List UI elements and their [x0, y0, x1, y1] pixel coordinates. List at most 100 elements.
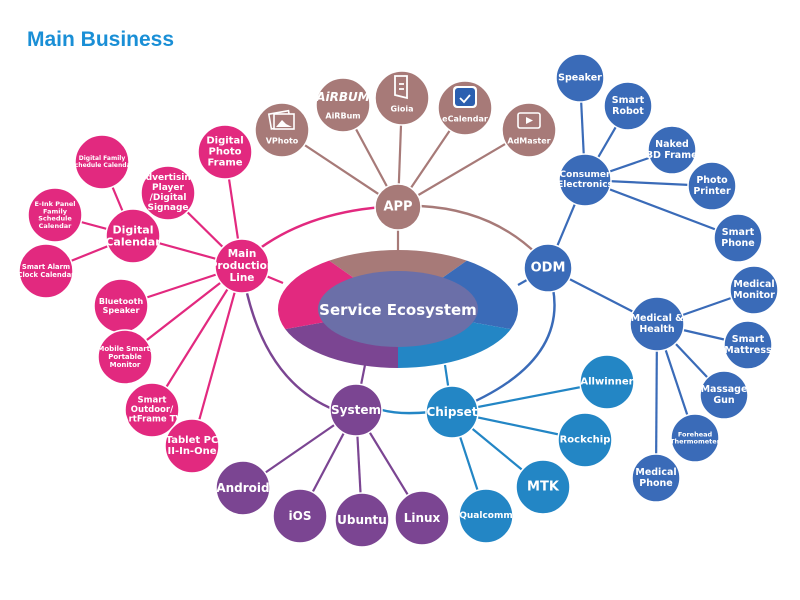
calendar-node-smart-alarm-clock-calendar-circle [18, 243, 74, 299]
main-line-node-tablet-pc-ii-in-one-label: Tablet PC [166, 435, 219, 446]
check-glyph [459, 94, 471, 104]
hub-medical-health-label: Medical & [631, 313, 684, 324]
hub-app-label: APP [383, 200, 412, 215]
calendar-node-e-ink-panel-family-schedule-calendar-label: E-Ink Panel [34, 200, 75, 208]
main-line-node-advertising-player-digital-signage-label: /Digital [150, 193, 187, 203]
hub-system-label: System [331, 403, 381, 417]
hub-system[interactable]: System [329, 383, 383, 437]
system-node-ubuntu-label: Ubuntu [337, 513, 387, 527]
consumer-node-speaker-circle [555, 53, 605, 103]
app-node-vphoto[interactable]: VPhoto [254, 102, 310, 158]
main-line-node-digital-photo-frame-circle [197, 124, 253, 180]
calendar-node-e-ink-panel-family-schedule-calendar-label: Calendar [39, 222, 72, 230]
hub-consumer-electronics-label: Electronics [557, 180, 613, 190]
app-node-airbum-circle [315, 77, 371, 133]
chipset-node-rockchip[interactable]: Rockchip [557, 412, 613, 468]
app-node-gioia-label: Gioia [391, 105, 414, 114]
consumer-node-photo-printer-circle [687, 161, 737, 211]
medical-node-medical-monitor-circle [729, 265, 779, 315]
service-ecosystem-center: Service Ecosystem [278, 250, 518, 368]
app-node-ecalendar-label: eCalendar [442, 115, 488, 124]
app-node-admaster[interactable]: AdMaster [501, 102, 557, 158]
calendar-node-smart-alarm-clock-calendar-label: Clock Calendar [17, 271, 75, 279]
service-ecosystem-label[interactable]: Service Ecosystem [319, 301, 477, 319]
hub-medical-health[interactable]: Medical &Health [629, 296, 685, 352]
app-node-airbum-label: AiRBum [325, 112, 360, 121]
system-node-android[interactable]: Android [215, 460, 271, 516]
main-line-node-digital-photo-frame-label: Digital [206, 135, 243, 146]
medical-node-massage-gun-label: Massage [701, 384, 748, 395]
main-line-node-mobile-smart-portable-monitor-label: Monitor [110, 361, 141, 369]
hub-digital-calendar-label: Calendar [105, 236, 161, 249]
system-node-android-circle [215, 460, 271, 516]
system-node-linux-label: Linux [404, 511, 441, 525]
calendar-node-smart-alarm-clock-calendar-label: Smart Alarm [22, 263, 70, 271]
node-layer: VPhoto AiRBum AiRBUM Gioia eCalendar AdMaster… [17, 53, 779, 548]
connector-line [190, 265, 244, 447]
main-line-node-advertising-player-digital-signage-label: Signage [147, 203, 188, 213]
hub-odm[interactable]: ODM [523, 243, 573, 293]
hub-main-production-line-label: Production [210, 260, 275, 272]
chipset-node-qualcomm[interactable]: Qualcomm [458, 488, 514, 544]
medical-node-forehead-thermometer-label: Thermometer [670, 438, 721, 446]
main-line-node-mobile-smart-portable-monitor-label: Portable [108, 353, 142, 361]
hub-chipset[interactable]: Chipset [425, 385, 479, 439]
hub-chipset-label: Chipset [426, 405, 477, 419]
chipset-node-allwinner[interactable]: Allwinner [579, 354, 635, 410]
arc-system-mainline [240, 267, 336, 412]
system-node-ios[interactable]: iOS [272, 488, 328, 544]
consumer-node-speaker-label: Speaker [558, 73, 602, 84]
consumer-node-speaker[interactable]: Speaker [555, 53, 605, 103]
calendar-node-digital-family-schedule-calendar-label: Schedule Calendar [70, 162, 133, 169]
chipset-node-allwinner-label: Allwinner [580, 377, 633, 388]
system-node-ubuntu[interactable]: Ubuntu [334, 492, 390, 548]
hub-app[interactable]: APP [374, 183, 422, 231]
main-line-node-smart-outdoor-artframe-tv-label: Outdoor/ [131, 405, 174, 415]
hub-medical-health-label: Health [639, 324, 675, 335]
chipset-node-qualcomm-label: Qualcomm [459, 511, 513, 521]
consumer-node-smart-phone-label: Phone [721, 238, 754, 249]
chipset-node-qualcomm-circle [458, 488, 514, 544]
hub-digital-calendar-circle [105, 208, 161, 264]
consumer-node-naked-3d-frame-label: 3D Frame [646, 150, 697, 161]
consumer-node-smart-robot-label: Robot [612, 106, 644, 117]
system-node-linux[interactable]: Linux [394, 490, 450, 546]
main-line-node-smart-outdoor-artframe-tv-circle [124, 382, 180, 438]
app-node-airbum[interactable]: AiRBum AiRBUM [315, 77, 371, 133]
hub-odm-label: ODM [531, 261, 566, 276]
main-line-node-digital-photo-frame-label: Frame [207, 158, 242, 169]
consumer-node-smart-phone-circle [713, 213, 763, 263]
chipset-node-mtk-circle [515, 459, 571, 515]
app-node-ecalendar[interactable]: eCalendar [437, 80, 493, 136]
hub-odm-circle [523, 243, 573, 293]
medical-node-forehead-thermometer-label: Forehead [678, 430, 713, 438]
consumer-node-naked-3d-frame-circle [647, 125, 697, 175]
airbum-logo-icon: AiRBUM [315, 90, 370, 104]
hub-consumer-electronics-circle [558, 153, 612, 207]
app-node-gioia[interactable]: Gioia [374, 70, 430, 126]
medical-node-smart-mattress-label: Mattress [724, 345, 772, 356]
chipset-node-mtk[interactable]: MTK [515, 459, 571, 515]
